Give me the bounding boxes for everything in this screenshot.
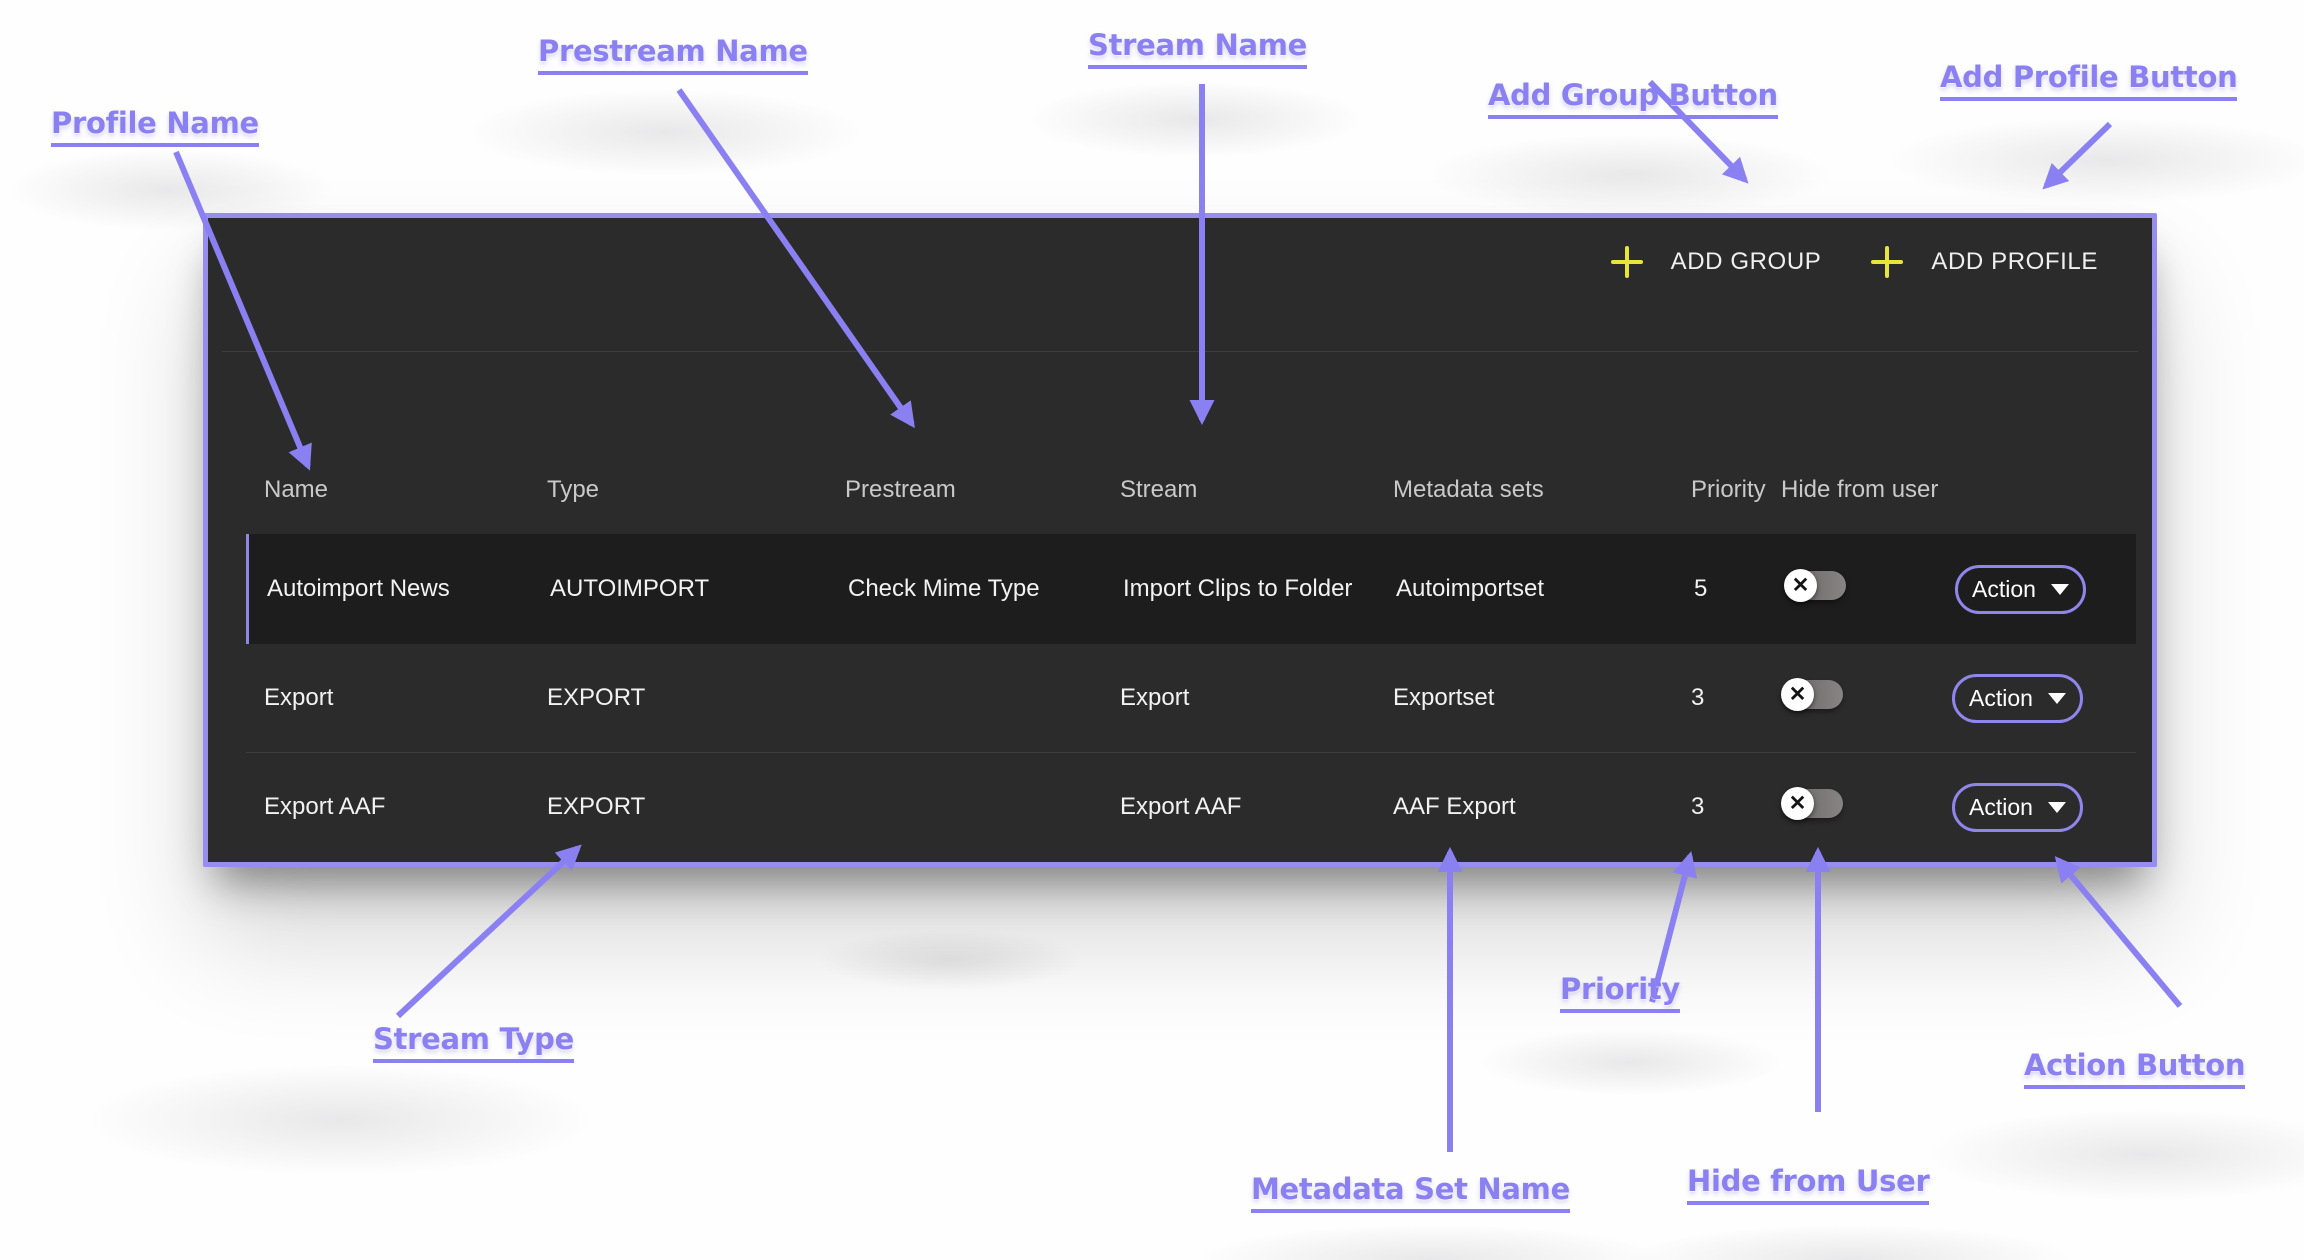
- hide-from-user-toggle[interactable]: ✕: [1784, 569, 1848, 602]
- column-header-stream: Stream: [1120, 476, 1198, 503]
- profile-name-annotation: Profile Name: [51, 106, 259, 147]
- profile-name-cell: Export: [264, 684, 334, 711]
- priority-cell: 3: [1691, 793, 1705, 820]
- toggle-knob-x-icon: ✕: [1784, 569, 1817, 602]
- prestream-name-annotation: Prestream Name: [538, 34, 808, 75]
- column-header-hide-from-user: Hide from user: [1781, 476, 1939, 503]
- background-blur-blob: [90, 1065, 590, 1175]
- hide-from-user-toggle[interactable]: ✕: [1781, 787, 1845, 820]
- caret-down-icon: [2050, 583, 2069, 595]
- stream-cell: Export: [1120, 684, 1190, 711]
- background-blur-blob: [1630, 1225, 2070, 1260]
- background-blur-blob: [1930, 1110, 2304, 1200]
- plus-icon: [1871, 246, 1904, 278]
- stream-name-annotation: Stream Name: [1088, 28, 1307, 69]
- add-profile-button[interactable]: ADD PROFILE: [1869, 242, 2100, 282]
- column-header-metadata-sets: Metadata sets: [1393, 476, 1544, 503]
- background-blur-blob: [1030, 82, 1360, 157]
- add-group-label: ADD GROUP: [1670, 248, 1822, 275]
- profile-name-cell: Autoimport News: [267, 575, 450, 602]
- action-label: Action: [1969, 793, 2033, 820]
- action-label: Action: [1972, 575, 2036, 602]
- add-profile-arrow: [2042, 121, 2113, 190]
- toggle-knob-x-icon: ✕: [1781, 787, 1814, 820]
- background-blur-blob: [1890, 118, 2304, 203]
- table-row-export-aaf[interactable]: Export AAF EXPORT Export AAF AAF Export …: [246, 752, 2136, 861]
- metadata-set-cell: Autoimportset: [1396, 575, 1545, 602]
- caret-down-icon: [2047, 692, 2066, 704]
- background-blur-blob: [1200, 1225, 1660, 1260]
- table-row-autoimport-news[interactable]: Autoimport News AUTOIMPORT Check Mime Ty…: [246, 534, 2136, 644]
- action-button-annotation: Action Button: [2024, 1048, 2246, 1089]
- priority-annotation: Priority: [1560, 972, 1680, 1013]
- table-header-row: Name Type Prestream Stream Metadata sets…: [246, 352, 2136, 534]
- column-header-prestream: Prestream: [845, 476, 956, 503]
- prestream-cell: Check Mime Type: [848, 575, 1040, 602]
- stream-cell: Import Clips to Folder: [1123, 575, 1353, 602]
- stream-type-annotation: Stream Type: [373, 1022, 574, 1063]
- action-dropdown-button[interactable]: Action: [1952, 782, 2083, 832]
- priority-cell: 5: [1694, 575, 1708, 602]
- plus-icon: [1610, 246, 1643, 278]
- hide-from-user-toggle[interactable]: ✕: [1781, 678, 1845, 711]
- profiles-panel: ADD GROUP ADD PROFILE Name Type Prestrea…: [203, 213, 2157, 867]
- panel-toolbar: ADD GROUP ADD PROFILE: [1609, 242, 2100, 282]
- action-dropdown-button[interactable]: Action: [1952, 673, 2083, 723]
- column-header-name: Name: [264, 476, 329, 503]
- stream-type-cell: EXPORT: [547, 793, 646, 820]
- background-blur-blob: [470, 90, 860, 175]
- stream-cell: Export AAF: [1120, 793, 1242, 820]
- caret-down-icon: [2047, 801, 2066, 813]
- toggle-knob-x-icon: ✕: [1781, 678, 1814, 711]
- metadata-set-name-annotation: Metadata Set Name: [1251, 1172, 1570, 1213]
- action-button-arrow: [2054, 856, 2183, 1008]
- add-group-button[interactable]: ADD GROUP: [1609, 242, 1824, 282]
- stream-type-cell: AUTOIMPORT: [550, 575, 710, 602]
- metadata-set-cell: Exportset: [1393, 684, 1495, 711]
- add-profile-label: ADD PROFILE: [1931, 248, 2098, 275]
- action-dropdown-button[interactable]: Action: [1955, 564, 2086, 614]
- priority-cell: 3: [1691, 684, 1705, 711]
- stream-type-arrow: [395, 844, 582, 1019]
- column-header-priority: Priority: [1691, 476, 1766, 503]
- add-profile-button-annotation: Add Profile Button: [1940, 60, 2238, 101]
- background-blur-blob: [820, 930, 1080, 990]
- background-blur-blob: [1480, 1030, 1780, 1095]
- toolbar-divider: [222, 351, 2138, 352]
- table-row-export[interactable]: Export EXPORT Export Exportset 3 ✕ Actio…: [246, 644, 2136, 752]
- column-header-type: Type: [547, 476, 600, 503]
- metadata-set-cell: AAF Export: [1393, 793, 1516, 820]
- background-blur-blob: [1430, 135, 1830, 215]
- add-group-button-annotation: Add Group Button: [1488, 78, 1778, 119]
- action-label: Action: [1969, 684, 2033, 711]
- stream-type-cell: EXPORT: [547, 684, 646, 711]
- table-body: Autoimport News AUTOIMPORT Check Mime Ty…: [246, 534, 2136, 860]
- profile-name-cell: Export AAF: [264, 793, 386, 820]
- hide-from-user-annotation: Hide from User: [1687, 1164, 1930, 1205]
